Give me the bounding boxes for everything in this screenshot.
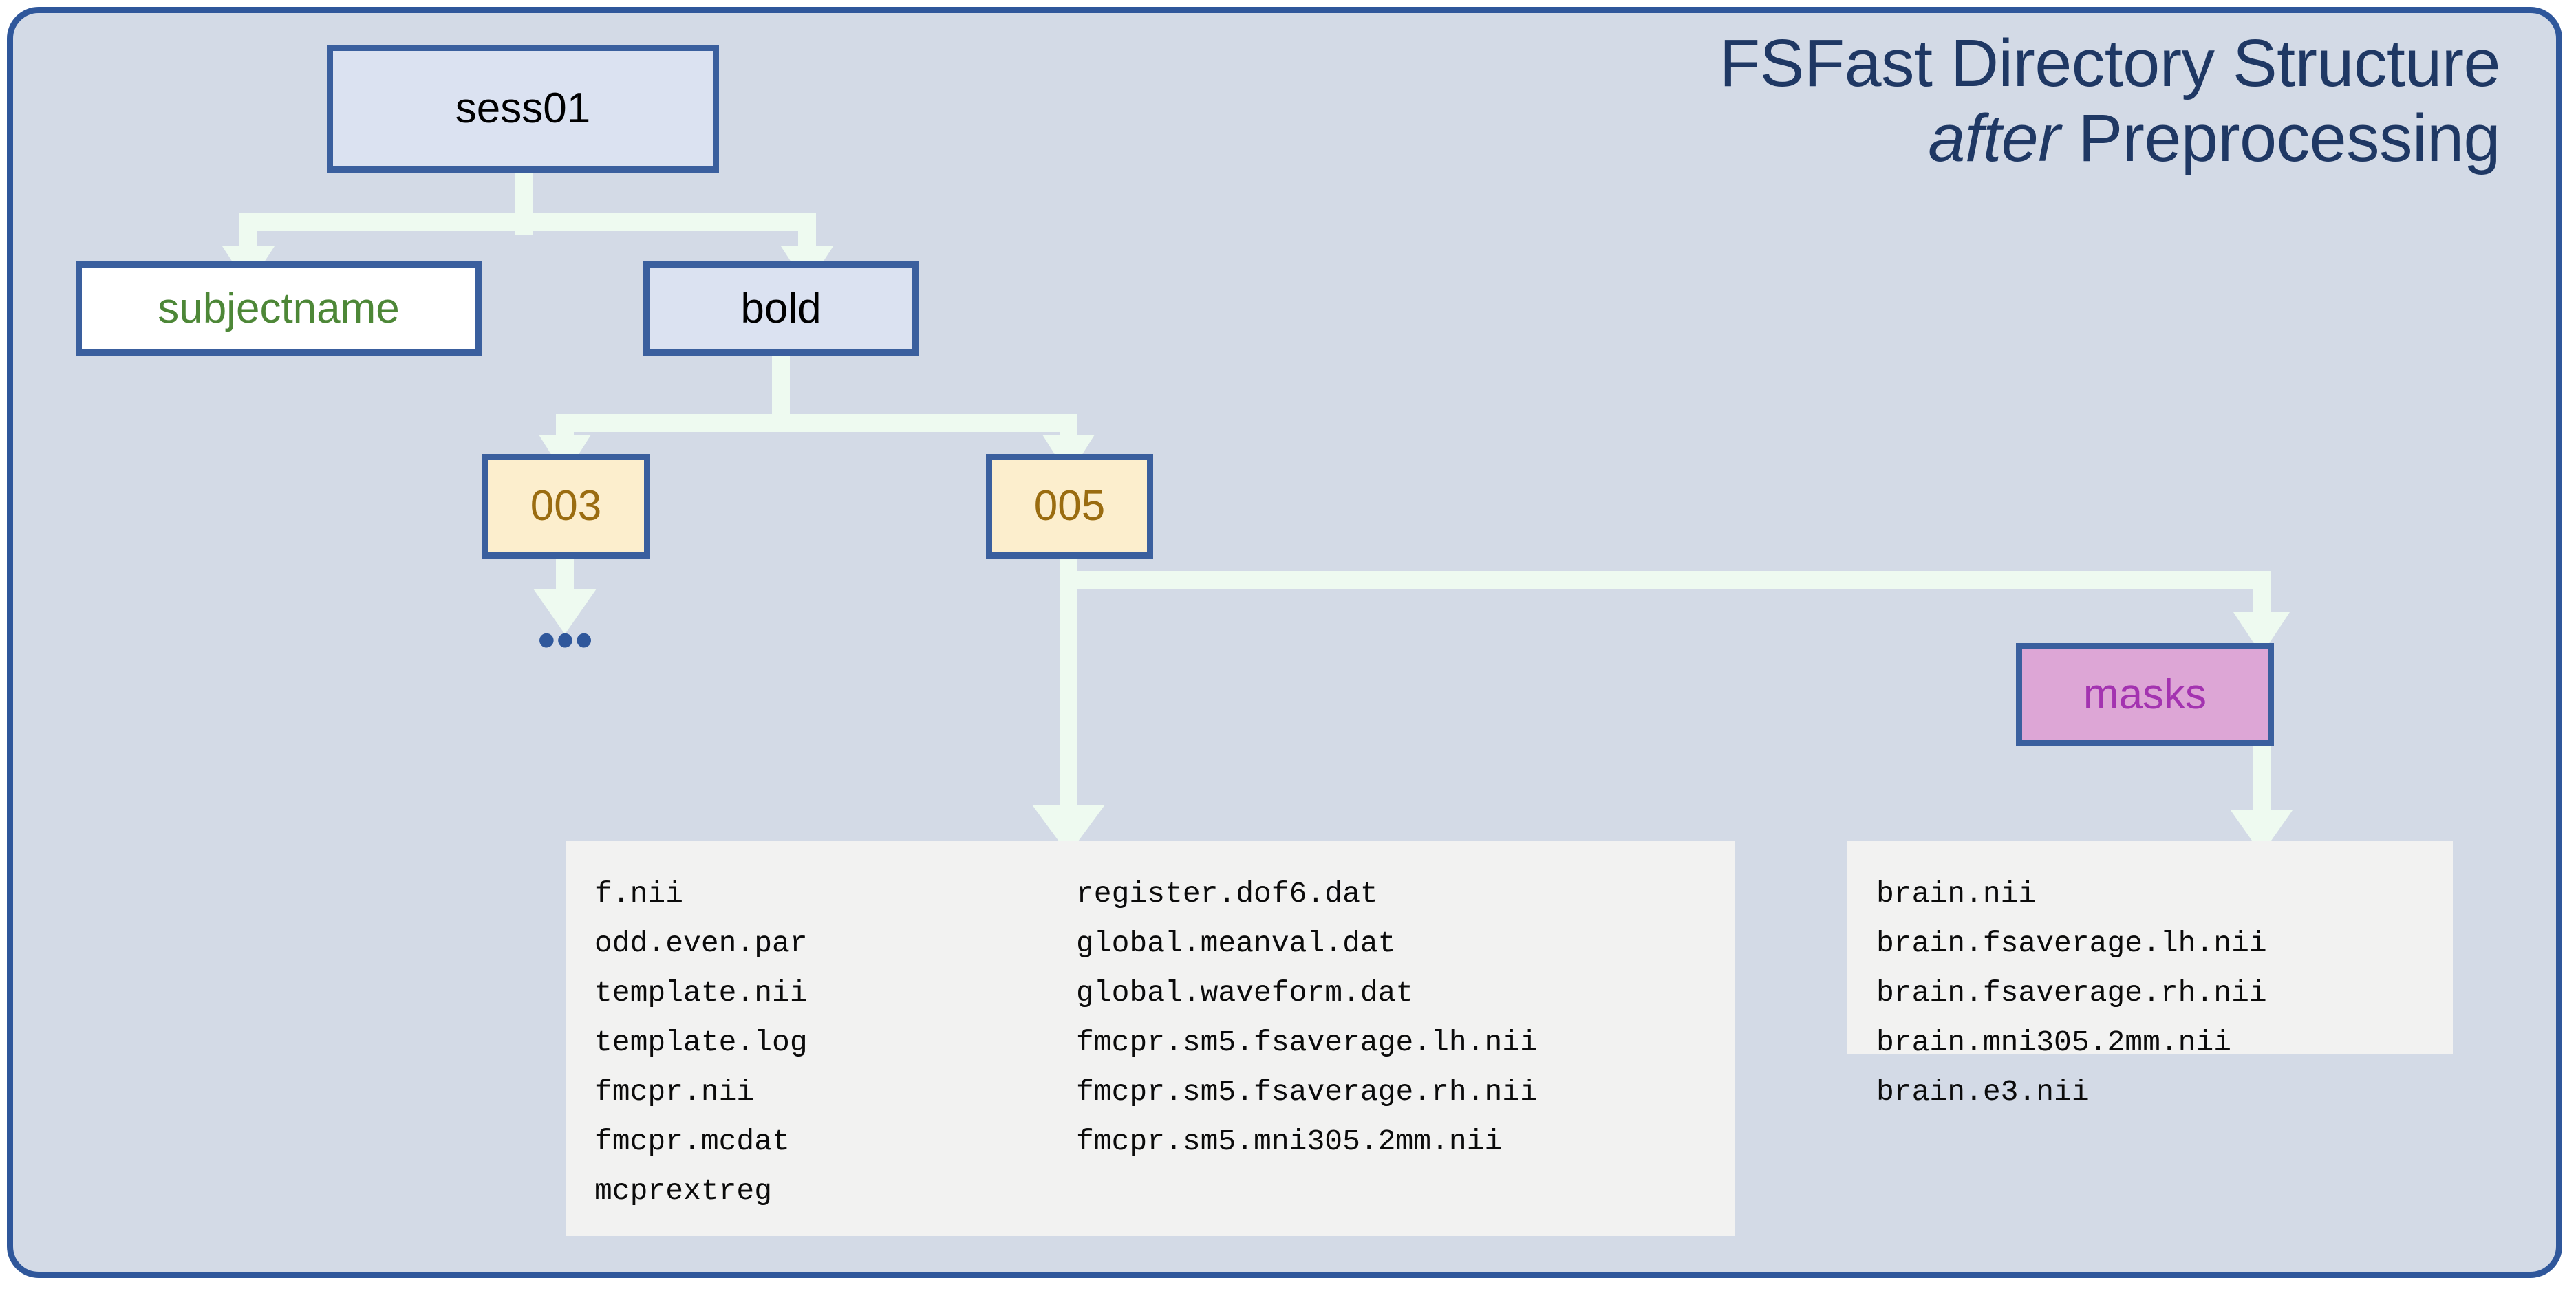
file-bold-col1-item: f.nii bbox=[594, 877, 684, 911]
file-list-bold-column-1: f.nii odd.even.par template.nii template.lo… bbox=[594, 869, 1076, 1236]
file-panel-bold-run: f.nii odd.even.par template.nii template.lo… bbox=[566, 841, 1735, 1236]
file-bold-col1-item: mcprextreg bbox=[594, 1174, 773, 1208]
file-list-masks: brain.nii brain.fsaverage.lh.nii brain.fsa… bbox=[1876, 869, 2267, 1109]
node-sess01-label: sess01 bbox=[455, 85, 591, 132]
file-panel-masks: brain.nii brain.fsaverage.lh.nii brain.fsa… bbox=[1847, 841, 2453, 1109]
file-bold-col2-item: register.dof6.dat bbox=[1076, 877, 1378, 911]
file-bold-col1-item: template.log bbox=[594, 1026, 808, 1059]
file-bold-col2-item: global.meanval.dat bbox=[1076, 927, 1396, 960]
node-subjectname-label: subjectname bbox=[158, 284, 400, 332]
file-masks-item: brain.nii bbox=[1876, 877, 2037, 911]
diagram-title: FSFast Directory Structure after Preproc… bbox=[1331, 25, 2501, 176]
file-bold-col1-item: fmcpr.nii bbox=[594, 1075, 755, 1109]
file-masks-item: brain.e3.nii bbox=[1876, 1075, 2090, 1109]
file-masks-item: brain.fsaverage.lh.nii bbox=[1876, 927, 2267, 960]
ellipsis-more-runs: ••• bbox=[537, 613, 594, 668]
node-run-003[interactable]: 003 bbox=[482, 454, 650, 559]
file-bold-col2-item: global.waveform.dat bbox=[1076, 976, 1414, 1010]
node-run-005[interactable]: 005 bbox=[986, 454, 1153, 559]
node-bold[interactable]: bold bbox=[643, 261, 919, 356]
title-emphasis: after bbox=[1928, 100, 2061, 175]
title-line-2-rest: Preprocessing bbox=[2060, 100, 2500, 175]
node-run-005-label: 005 bbox=[1033, 482, 1106, 530]
file-list-bold-column-2: register.dof6.dat global.meanval.dat globa… bbox=[1076, 869, 1723, 1236]
node-run-003-label: 003 bbox=[530, 482, 602, 530]
file-bold-col1-item: template.nii bbox=[594, 976, 808, 1010]
file-bold-col2-item: fmcpr.sm5.mni305.2mm.nii bbox=[1076, 1125, 1503, 1158]
node-sess01[interactable]: sess01 bbox=[327, 45, 719, 173]
node-masks-label: masks bbox=[2083, 671, 2207, 718]
title-line-2: after Preprocessing bbox=[1331, 100, 2500, 176]
file-masks-item: brain.mni305.2mm.nii bbox=[1876, 1026, 2232, 1059]
title-line-1: FSFast Directory Structure bbox=[1719, 25, 2501, 100]
node-masks[interactable]: masks bbox=[2016, 643, 2274, 746]
file-bold-col2-item: fmcpr.sm5.fsaverage.lh.nii bbox=[1076, 1026, 1538, 1059]
node-bold-label: bold bbox=[740, 284, 822, 332]
file-bold-col1-item: fmcpr.mcdat bbox=[594, 1125, 790, 1158]
file-bold-col1-item: odd.even.par bbox=[594, 927, 808, 960]
node-subjectname[interactable]: subjectname bbox=[76, 261, 482, 356]
file-masks-item: brain.fsaverage.rh.nii bbox=[1876, 976, 2267, 1010]
file-bold-col2-item: fmcpr.sm5.fsaverage.rh.nii bbox=[1076, 1075, 1538, 1109]
